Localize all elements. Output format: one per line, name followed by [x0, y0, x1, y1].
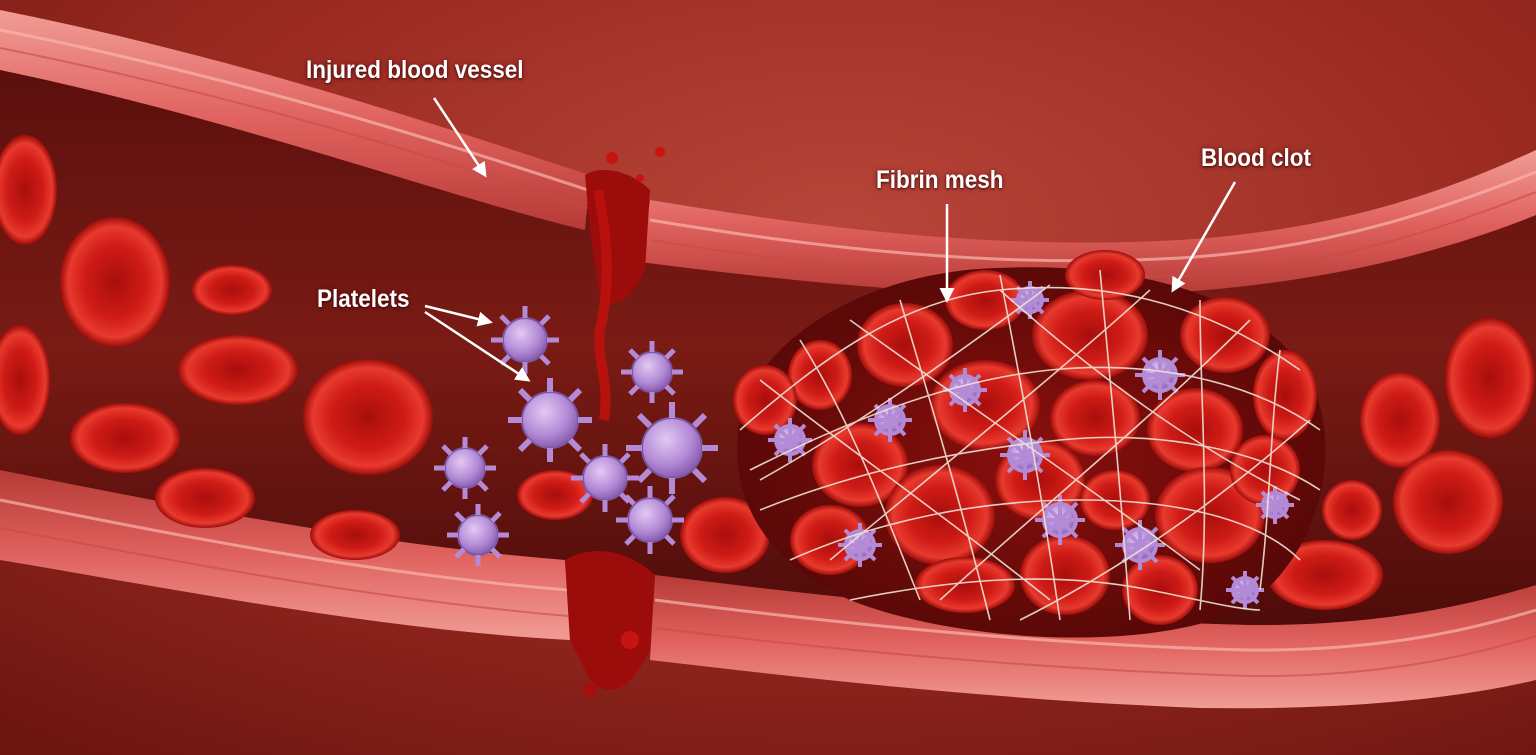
vessel-wall-upper: [0, 10, 590, 230]
red-blood-cells: [0, 135, 1535, 610]
label-fibrin-mesh: Fibrin mesh: [876, 166, 1004, 194]
arrow-platelets-1: [424, 304, 493, 327]
label-blood-clot: Blood clot: [1201, 144, 1311, 172]
blood-clot: [733, 250, 1326, 638]
arrow-platelets-2: [424, 310, 531, 382]
platelets: [434, 306, 718, 566]
fibrin-mesh: [739, 269, 1321, 621]
vessel-injury-bleeding: [565, 147, 665, 697]
label-arrows: [424, 97, 1237, 382]
arrow-blood-clot: [1171, 181, 1237, 293]
label-platelets: Platelets: [317, 285, 410, 313]
arrow-injured-vessel: [432, 97, 487, 178]
label-injured-blood-vessel: Injured blood vessel: [306, 56, 524, 84]
